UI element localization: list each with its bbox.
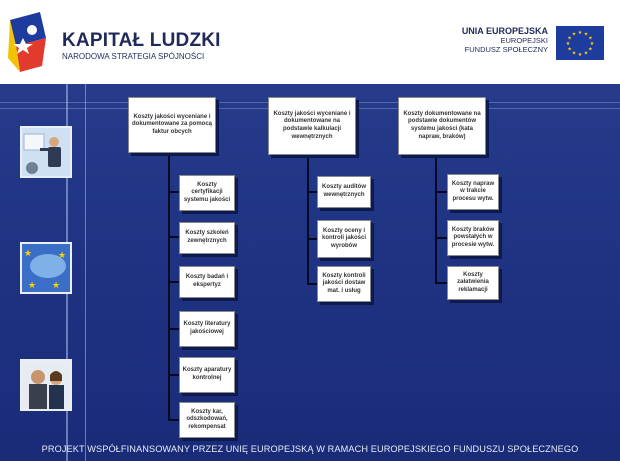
svg-text:★: ★ xyxy=(567,36,572,42)
box-label: Koszty załatwienia reklamacji xyxy=(457,271,489,293)
connector-line xyxy=(168,419,179,421)
eu-title: UNIA EUROPEJSKA xyxy=(461,26,548,36)
connector-line xyxy=(435,282,447,284)
svg-text:★: ★ xyxy=(584,32,589,38)
box-label: Koszty kontroli jakości dostaw mat. i us… xyxy=(322,272,366,294)
cost-item-box: Koszty auditów wewnętrznych xyxy=(317,176,371,208)
box-label: Koszty jakości wyceniane i dokumentowane… xyxy=(273,110,351,140)
connector-line xyxy=(168,151,170,421)
svg-text:★: ★ xyxy=(28,281,36,291)
cost-item-box: Koszty oceny i kontroli jakości wyrobów xyxy=(317,220,371,258)
connector-line xyxy=(307,238,317,240)
photo-eu-stars: ★ ★ ★ ★ xyxy=(20,242,72,294)
brand-title: KAPITAŁ LUDZKI xyxy=(62,30,221,51)
connector-line xyxy=(307,191,317,193)
box-label: Koszty certyfikacji systemu jakości xyxy=(183,181,231,203)
photo-businesspeople xyxy=(20,359,72,411)
svg-text:★: ★ xyxy=(58,251,66,261)
svg-text:★: ★ xyxy=(24,249,32,259)
connector-line xyxy=(168,236,179,238)
svg-text:★: ★ xyxy=(572,32,577,38)
header-bar: KAPITAŁ LUDZKI NARODOWA STRATEGIA SPÓJNO… xyxy=(0,0,620,84)
svg-text:★: ★ xyxy=(584,50,589,56)
svg-text:★: ★ xyxy=(590,41,595,47)
eu-flag-icon: ★★★ ★★★ ★★★ ★★★ xyxy=(556,26,604,60)
box-label: Koszty napraw w trakcie procesu wytw. xyxy=(451,180,495,202)
cost-item-box: Koszty literatury jakościowej xyxy=(179,311,235,347)
svg-text:★: ★ xyxy=(588,46,593,52)
box-label: Koszty badań i ekspertyz xyxy=(185,274,229,288)
cost-item-box: Koszty badań i ekspertyz xyxy=(179,266,235,298)
svg-text:★: ★ xyxy=(572,50,577,56)
category-box-quality-docs: Koszty dokumentowane na podstawie dokume… xyxy=(398,97,486,155)
cost-item-box: Koszty kar, odszkodowań, rekompensat xyxy=(179,402,235,438)
connector-line xyxy=(435,191,447,193)
cost-item-box: Koszty aparatury kontrolnej xyxy=(179,357,235,393)
connector-line xyxy=(307,154,309,285)
svg-text:★: ★ xyxy=(566,41,571,47)
box-label: Koszty dokumentowane na podstawie dokume… xyxy=(403,110,481,140)
footer-text: PROJEKT WSPÓŁFINANSOWANY PRZEZ UNIĘ EURO… xyxy=(41,444,579,454)
svg-text:★: ★ xyxy=(578,52,583,58)
eu-label: UNIA EUROPEJSKA EUROPEJSKI FUNDUSZ SPOŁE… xyxy=(462,26,548,54)
kapital-ludzki-logo-icon xyxy=(6,8,50,78)
svg-text:★: ★ xyxy=(588,36,593,42)
cost-item-box: Koszty załatwienia reklamacji xyxy=(447,266,499,300)
box-label: Koszty braków powstałych w procesie wytw… xyxy=(451,226,495,248)
cost-item-box: Koszty certyfikacji systemu jakości xyxy=(179,175,235,211)
connector-line xyxy=(168,328,179,330)
eu-sub-line: EUROPEJSKI xyxy=(500,36,548,45)
cost-item-box: Koszty szkoleń zewnętrznych xyxy=(179,222,235,254)
svg-text:★: ★ xyxy=(52,281,60,291)
svg-text:★: ★ xyxy=(578,30,583,36)
connector-line xyxy=(435,237,447,239)
connector-line xyxy=(435,154,437,284)
svg-text:★: ★ xyxy=(567,46,572,52)
box-label: Koszty literatury jakościowej xyxy=(183,321,231,335)
brand-subtitle: NARODOWA STRATEGIA SPÓJNOŚCI xyxy=(62,52,205,61)
photo-presenter xyxy=(20,126,72,178)
box-label: Koszty kar, odszkodowań, rekompensat xyxy=(186,408,228,430)
connector-line xyxy=(307,283,317,285)
cost-item-box: Koszty braków powstałych w procesie wytw… xyxy=(447,220,499,256)
connector-line xyxy=(168,191,179,193)
category-box-internal-calc: Koszty jakości wyceniane i dokumentowane… xyxy=(268,97,356,155)
eu-sub-line: FUNDUSZ SPOŁECZNY xyxy=(464,45,548,54)
connector-line xyxy=(168,374,179,376)
cost-item-box: Koszty napraw w trakcie procesu wytw. xyxy=(447,174,499,210)
decor-line xyxy=(85,84,86,461)
box-label: Koszty jakości wyceniane i dokumentowane… xyxy=(131,113,212,135)
box-label: Koszty aparatury kontrolnej xyxy=(182,367,232,381)
connector-line xyxy=(168,281,179,283)
cost-item-box: Koszty kontroli jakości dostaw mat. i us… xyxy=(317,266,371,302)
box-label: Koszty auditów wewnętrznych xyxy=(321,184,366,198)
box-label: Koszty oceny i kontroli jakości wyrobów xyxy=(321,227,366,249)
box-label: Koszty szkoleń zewnętrznych xyxy=(185,230,229,244)
category-box-invoices: Koszty jakości wyceniane i dokumentowane… xyxy=(128,97,216,153)
